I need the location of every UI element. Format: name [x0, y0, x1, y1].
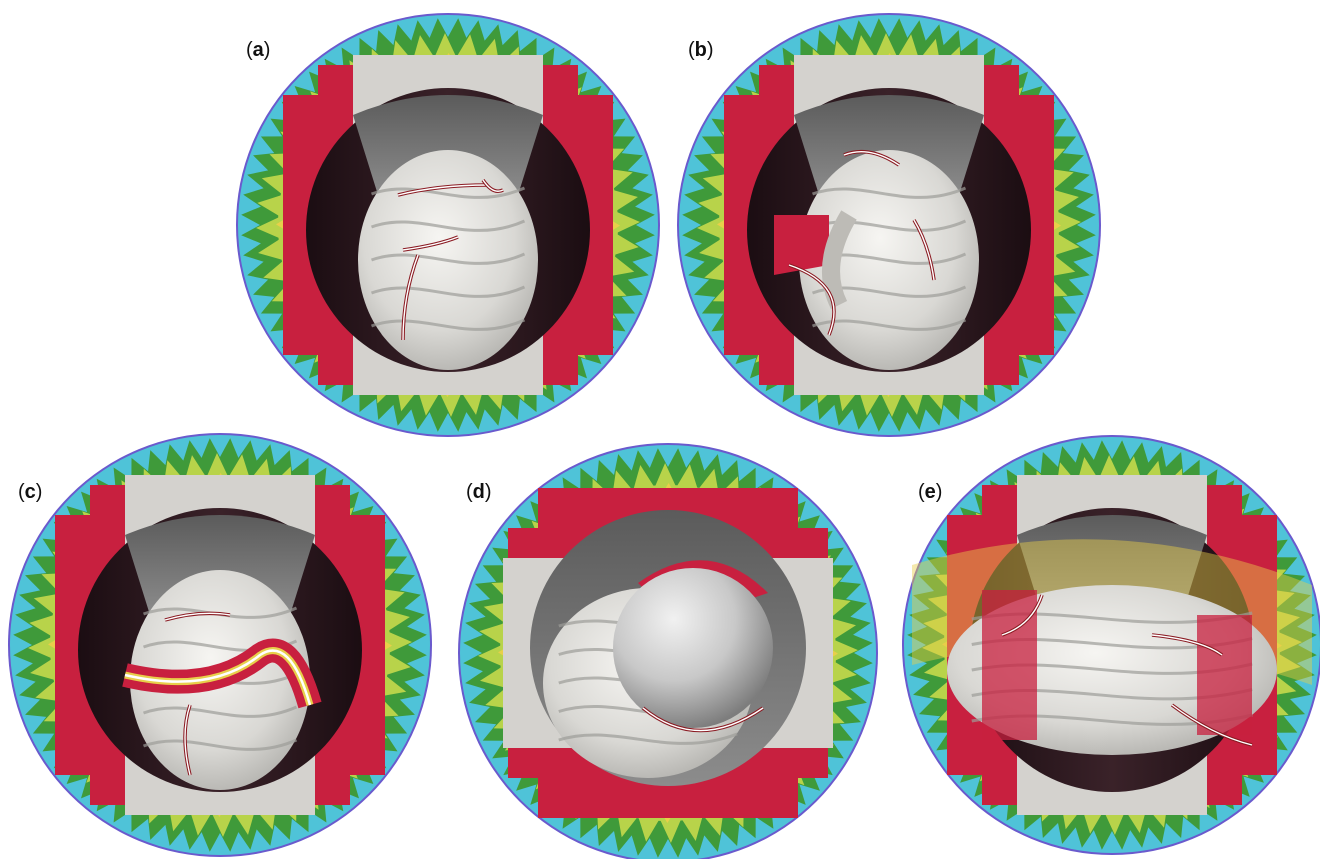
panel-label-letter: b — [695, 39, 707, 61]
panel-c: (c) — [8, 433, 432, 857]
panel-label: (b) — [688, 39, 714, 61]
panel-label-letter: c — [25, 481, 36, 503]
panel-e: (e) — [902, 435, 1320, 855]
panel-label: (c) — [18, 481, 42, 503]
panel-label: (d) — [466, 481, 492, 503]
right-red-block — [1197, 615, 1252, 735]
panel-b: (b) — [677, 13, 1101, 437]
left-red-block — [982, 590, 1037, 740]
panel-label: (a) — [246, 39, 270, 61]
panel-label: (e) — [918, 481, 942, 503]
panel-a: (a) — [236, 13, 660, 437]
panel-d: (d) — [458, 443, 878, 859]
panel-label-letter: e — [925, 481, 936, 503]
panel-label-letter: d — [473, 481, 485, 503]
red-wall-flap — [774, 215, 829, 275]
sphere-inclusion — [613, 568, 773, 728]
